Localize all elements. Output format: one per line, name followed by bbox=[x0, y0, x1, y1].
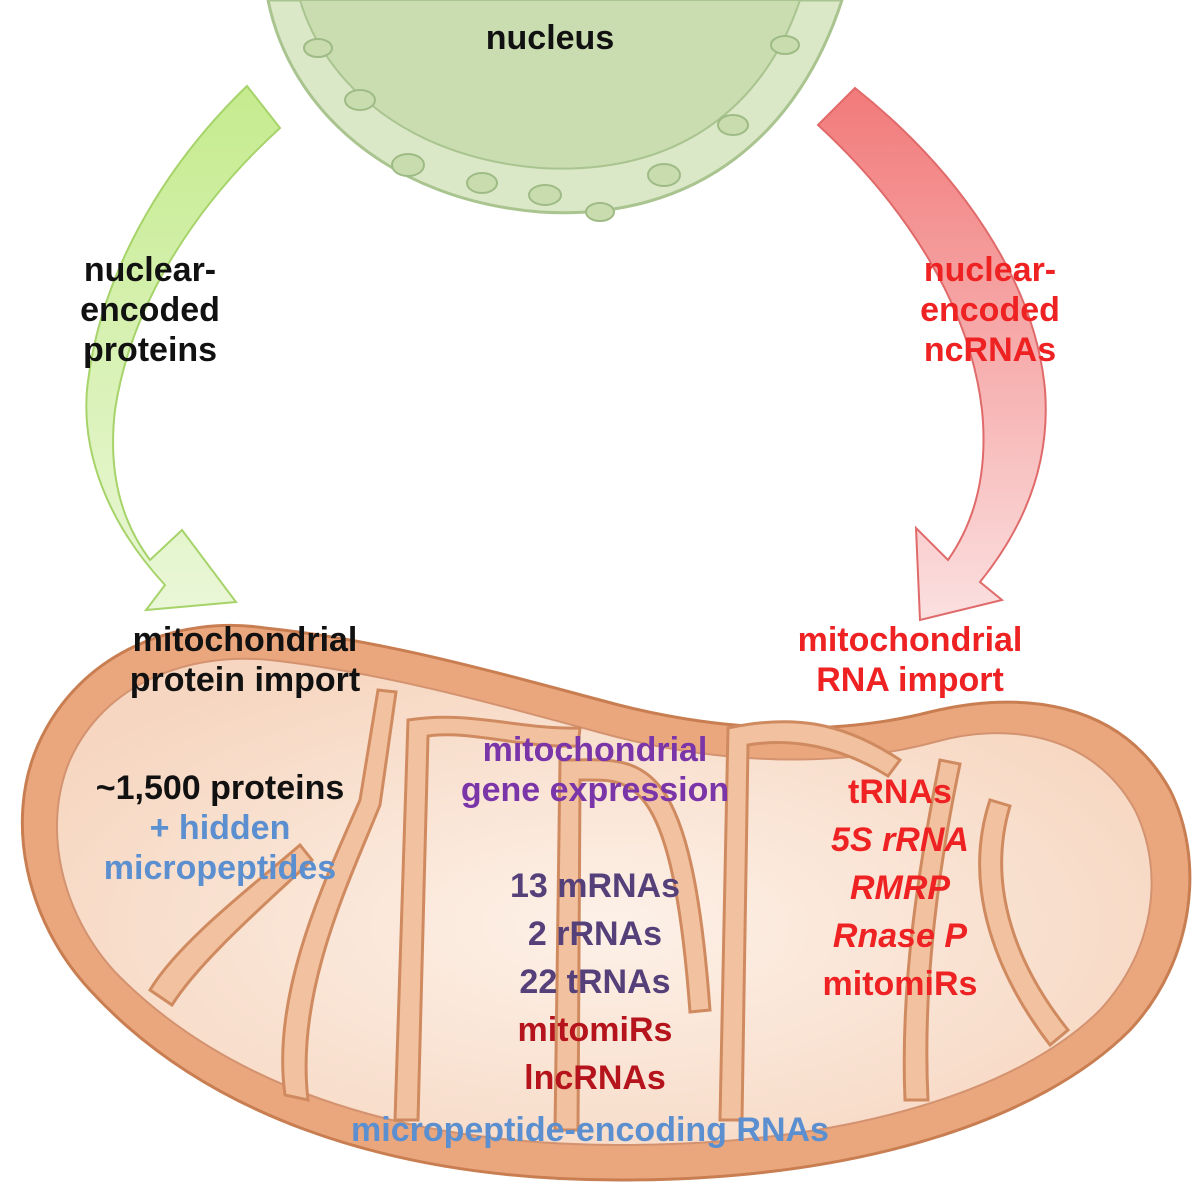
nuclear-protein-arrow bbox=[85, 84, 282, 612]
nucleus bbox=[266, 0, 844, 222]
nuclear-encoded-proteins-label: nuclear- encoded proteins bbox=[50, 250, 250, 370]
protein-import-line-1: mitochondrial bbox=[132, 621, 358, 659]
rna-import-line-1: mitochondrial bbox=[797, 621, 1023, 659]
nucleus-label: nucleus bbox=[470, 18, 630, 58]
mitochondrion bbox=[20, 623, 1192, 1182]
gene-expression-line-2: gene expression bbox=[460, 771, 730, 809]
crista-7 bbox=[978, 798, 1071, 1048]
imported-trnas: tRNAs bbox=[848, 773, 952, 811]
protein-count: ~1,500 proteins bbox=[95, 769, 345, 807]
rrnas-count: 2 rRNAs bbox=[527, 915, 663, 953]
mitochondrial-protein-import-label: mitochondrial protein import bbox=[100, 620, 390, 700]
mrnas-count: 13 mRNAs bbox=[509, 867, 681, 905]
mitomirs-local: mitomiRs bbox=[517, 1011, 673, 1049]
imported-rnas-list: tRNAs 5S rRNA RMRP Rnase P mitomiRs bbox=[790, 768, 1010, 1008]
nuclear-pores bbox=[303, 35, 800, 222]
crista-2 bbox=[281, 688, 398, 1102]
crista-4 bbox=[553, 758, 712, 1132]
nucleus-interior bbox=[298, 0, 802, 170]
nuclear-encoded-proteins-line-2: encoded bbox=[80, 291, 220, 329]
imported-mitomirs: mitomiRs bbox=[822, 965, 978, 1003]
micropeptide-encoding-rnas-label: micropeptide-encoding RNAs bbox=[330, 1110, 850, 1150]
crista-1 bbox=[147, 842, 315, 1008]
mitochondrial-gene-expression-label: mitochondrial gene expression bbox=[440, 730, 750, 810]
protein-import-line-2: protein import bbox=[129, 661, 361, 699]
micropeptide-encoding-rnas: micropeptide-encoding RNAs bbox=[351, 1111, 829, 1149]
mitochondrial-transcripts-list: 13 mRNAs 2 rRNAs 22 tRNAs mitomiRs lncRN… bbox=[460, 862, 730, 1102]
rna-import-line-2: RNA import bbox=[816, 661, 1004, 699]
cristae bbox=[147, 688, 1071, 1132]
trnas-count: 22 tRNAs bbox=[519, 963, 671, 1001]
hidden-micropeptides-line-2: micropeptides bbox=[103, 849, 337, 887]
imported-rnase-p: Rnase P bbox=[832, 917, 968, 955]
nuclear-ncrna-arrow bbox=[816, 86, 1047, 622]
nuclear-encoded-ncrnas-line-1: nuclear- bbox=[923, 251, 1057, 289]
mitochondrion-matrix bbox=[55, 657, 1153, 1147]
nuclear-encoded-ncrnas-line-2: encoded bbox=[920, 291, 1060, 329]
nuclear-encoded-ncrnas-label: nuclear- encoded ncRNAs bbox=[890, 250, 1090, 370]
crista-3 bbox=[393, 715, 582, 1122]
nuclear-encoded-ncrnas-line-3: ncRNAs bbox=[923, 331, 1057, 369]
nucleus-label-text: nucleus bbox=[485, 19, 615, 57]
protein-count-block: ~1,500 proteins + hidden micropeptides bbox=[60, 768, 380, 888]
imported-5s-rrna: 5S rRNA bbox=[831, 821, 969, 859]
mitochondrial-rna-import-label: mitochondrial RNA import bbox=[770, 620, 1050, 700]
hidden-micropeptides-line-1: + hidden bbox=[149, 809, 291, 847]
gene-expression-line-1: mitochondrial bbox=[482, 731, 708, 769]
lncrnas-local: lncRNAs bbox=[524, 1059, 666, 1097]
imported-rmrp: RMRP bbox=[849, 869, 951, 907]
crista-5 bbox=[718, 720, 903, 1122]
nuclear-encoded-proteins-line-3: proteins bbox=[82, 331, 218, 369]
crista-6 bbox=[902, 758, 962, 1102]
nuclear-encoded-proteins-line-1: nuclear- bbox=[83, 251, 217, 289]
